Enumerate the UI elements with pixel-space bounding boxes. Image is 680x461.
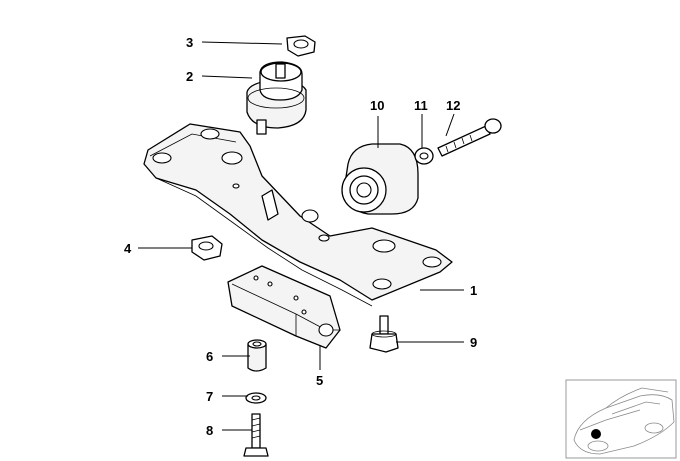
callout-3: 3 bbox=[186, 35, 193, 50]
part-4-nut bbox=[191, 235, 223, 261]
location-marker-dot bbox=[591, 429, 601, 439]
part-12-bolt bbox=[437, 118, 502, 157]
part-7-washer bbox=[245, 392, 267, 404]
callout-6: 6 bbox=[206, 349, 213, 364]
part-3-nut bbox=[286, 35, 316, 57]
callout-7: 7 bbox=[206, 389, 213, 404]
callout-4: 4 bbox=[124, 241, 132, 256]
part-5-bracket bbox=[227, 265, 341, 349]
part-2-engine-mount bbox=[246, 61, 307, 135]
part-11-washer bbox=[414, 147, 434, 165]
callout-10: 10 bbox=[370, 98, 384, 113]
callout-8: 8 bbox=[206, 423, 213, 438]
vehicle-location-inset bbox=[565, 379, 677, 459]
part-6-sleeve bbox=[247, 339, 267, 372]
part-1-crossmember bbox=[143, 123, 453, 307]
callout-1: 1 bbox=[470, 283, 477, 298]
callout-2: 2 bbox=[186, 69, 193, 84]
callout-5: 5 bbox=[316, 373, 323, 388]
part-9-bolt bbox=[369, 315, 399, 353]
callout-9: 9 bbox=[470, 335, 477, 350]
car-outline-icon bbox=[573, 387, 675, 455]
callout-11: 11 bbox=[414, 98, 428, 113]
part-10-bushing bbox=[341, 143, 419, 215]
callout-12: 12 bbox=[446, 98, 460, 113]
part-8-bolt bbox=[243, 413, 269, 457]
leader-lines bbox=[138, 41, 464, 431]
